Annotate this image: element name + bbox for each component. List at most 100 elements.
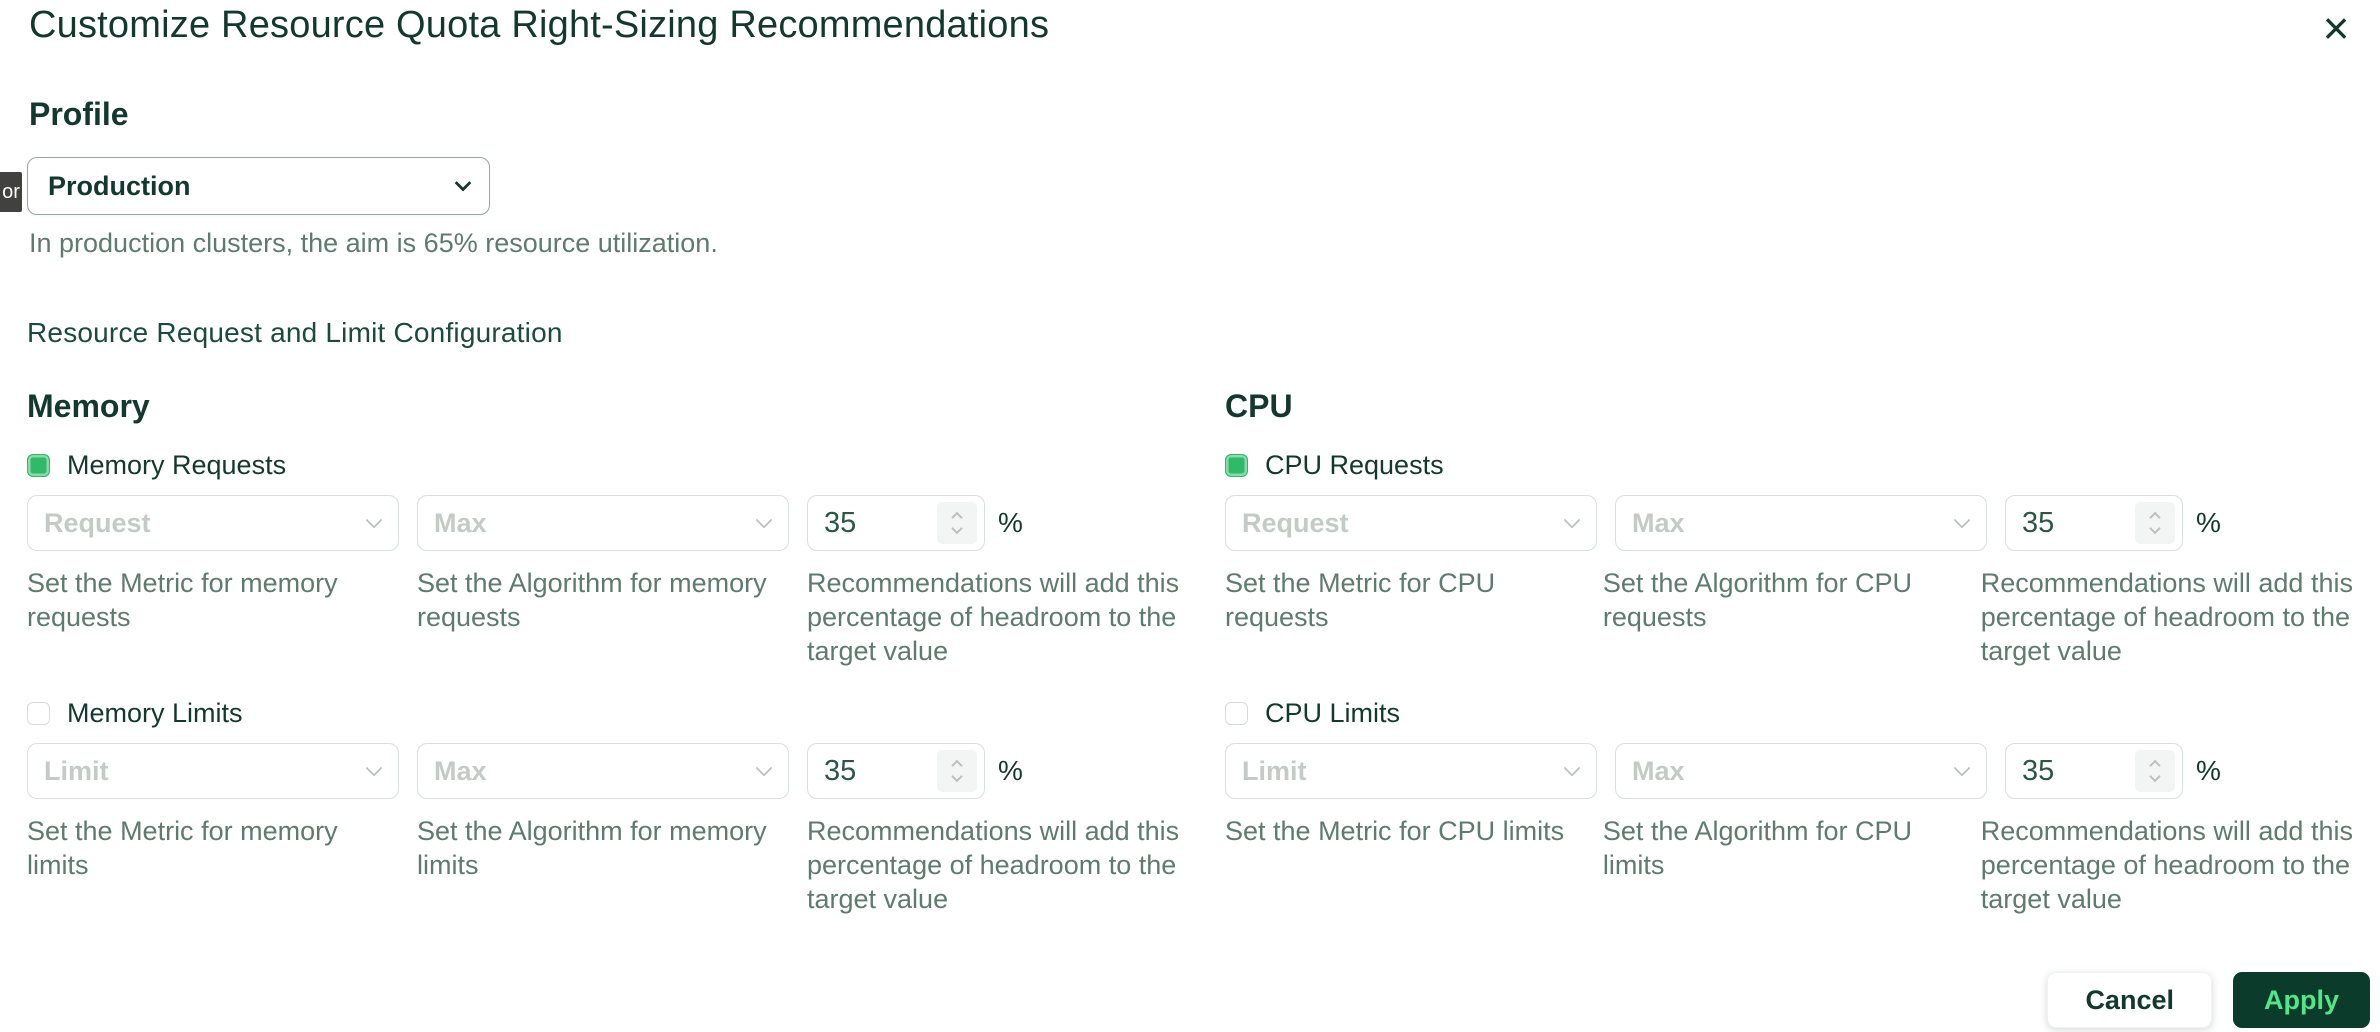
chevron-down-icon	[1563, 759, 1581, 777]
cpu-column: CPU CPU Requests Request Max	[1225, 388, 2360, 916]
cpu-limits-algorithm-select[interactable]: Max	[1615, 743, 1987, 799]
close-button[interactable]: ×	[2310, 0, 2362, 56]
cpu-limits-headroom-input[interactable]	[2006, 744, 2116, 798]
number-stepper[interactable]	[937, 750, 977, 792]
algorithm-select-placeholder: Max	[434, 507, 487, 538]
memory-requests-metric-select[interactable]: Request	[27, 495, 399, 551]
apply-button[interactable]: Apply	[2232, 972, 2370, 1028]
metric-help-text: Set the Metric for memory limits	[27, 816, 338, 880]
chevron-down-icon	[951, 522, 963, 535]
cpu-limits-headroom-field	[2005, 743, 2183, 799]
algorithm-help-text: Set the Algorithm for CPU requests	[1602, 568, 1913, 632]
profile-heading: Profile	[29, 96, 129, 132]
metric-select-placeholder: Limit	[1242, 755, 1307, 786]
memory-requests-inputs: Request Max %	[27, 495, 1225, 551]
cpu-limits-headroom-group: %	[2005, 743, 2221, 799]
memory-requests-algorithm-select[interactable]: Max	[417, 495, 789, 551]
chevron-down-icon	[365, 759, 383, 777]
memory-limits-checkbox-row: Memory Limits	[27, 696, 1225, 731]
percent-label: %	[998, 755, 1023, 786]
chevron-up-icon	[951, 511, 963, 524]
algorithm-help-text: Set the Algorithm for CPU limits	[1602, 816, 1913, 880]
cpu-limits-checkbox[interactable]	[1225, 702, 1248, 725]
algorithm-help-text: Set the Algorithm for memory requests	[417, 568, 767, 632]
algorithm-select-placeholder: Max	[434, 755, 487, 786]
memory-limits-metric-select[interactable]: Limit	[27, 743, 399, 799]
clipped-tooltip-text: or	[2, 180, 20, 203]
metric-select-placeholder: Request	[1242, 507, 1349, 538]
cpu-requests-metric-select[interactable]: Request	[1225, 495, 1597, 551]
headroom-help-text: Recommendations will add this percentage…	[807, 568, 1180, 666]
algorithm-help-text: Set the Algorithm for memory limits	[417, 816, 767, 880]
cpu-requests-headroom-field	[2005, 495, 2183, 551]
memory-limits-helpers: Set the Metric for memory limits Set the…	[27, 814, 1225, 916]
memory-limits-checkbox[interactable]	[27, 702, 50, 725]
cpu-requests-inputs: Request Max %	[1225, 495, 2360, 551]
cpu-heading: CPU	[1225, 388, 1293, 424]
config-section-heading: Resource Request and Limit Configuration	[27, 317, 563, 348]
chevron-down-icon	[454, 174, 472, 192]
number-stepper[interactable]	[937, 502, 977, 544]
chevron-down-icon	[1563, 511, 1581, 529]
memory-limits-label: Memory Limits	[67, 698, 243, 728]
memory-limits-algorithm-select[interactable]: Max	[417, 743, 789, 799]
memory-requests-checkbox-row: Memory Requests	[27, 448, 1225, 483]
config-columns: Memory Memory Requests Request Max	[27, 388, 2360, 916]
cpu-requests-checkbox[interactable]	[1225, 454, 1248, 477]
cpu-requests-headroom-input[interactable]	[2006, 496, 2116, 550]
memory-requests-headroom-field	[807, 495, 985, 551]
memory-limits-headroom-group: %	[807, 743, 1023, 799]
memory-limits-headroom-input[interactable]	[808, 744, 918, 798]
chevron-down-icon	[755, 759, 773, 777]
metric-help-text: Set the Metric for memory requests	[27, 568, 338, 632]
headroom-help-text: Recommendations will add this percentage…	[1980, 816, 2353, 914]
cpu-limits-metric-select[interactable]: Limit	[1225, 743, 1597, 799]
chevron-down-icon	[2149, 522, 2161, 535]
chevron-down-icon	[1953, 511, 1971, 529]
percent-label: %	[2196, 755, 2221, 786]
headroom-help-text: Recommendations will add this percentage…	[1980, 568, 2353, 666]
memory-column: Memory Memory Requests Request Max	[27, 388, 1225, 916]
profile-select[interactable]: Production	[27, 157, 490, 215]
memory-requests-headroom-input[interactable]	[808, 496, 918, 550]
headroom-help-text: Recommendations will add this percentage…	[807, 816, 1180, 914]
chevron-up-icon	[2149, 759, 2161, 772]
cpu-requests-headroom-group: %	[2005, 495, 2221, 551]
number-stepper[interactable]	[2135, 502, 2175, 544]
algorithm-select-placeholder: Max	[1632, 507, 1685, 538]
cpu-requests-label: CPU Requests	[1265, 450, 1444, 480]
percent-label: %	[2196, 507, 2221, 538]
clipped-tooltip: or	[0, 172, 22, 212]
cpu-requests-checkbox-row: CPU Requests	[1225, 448, 2360, 483]
chevron-down-icon	[951, 770, 963, 783]
memory-requests-headroom-group: %	[807, 495, 1023, 551]
metric-help-text: Set the Metric for CPU limits	[1225, 816, 1565, 846]
cpu-limits-helpers: Set the Metric for CPU limits Set the Al…	[1225, 814, 2360, 916]
chevron-up-icon	[2149, 511, 2161, 524]
cancel-button[interactable]: Cancel	[2047, 972, 2212, 1028]
dialog-footer: Cancel Apply	[2047, 972, 2370, 1028]
chevron-down-icon	[2149, 770, 2161, 783]
close-icon: ×	[2322, 2, 2350, 54]
cpu-limits-inputs: Limit Max %	[1225, 743, 2360, 799]
cpu-requests-algorithm-select[interactable]: Max	[1615, 495, 1987, 551]
chevron-down-icon	[365, 511, 383, 529]
cpu-limits-label: CPU Limits	[1265, 698, 1401, 728]
chevron-down-icon	[1953, 759, 1971, 777]
metric-select-placeholder: Request	[44, 507, 151, 538]
memory-heading: Memory	[27, 388, 150, 424]
memory-limits-inputs: Limit Max %	[27, 743, 1225, 799]
number-stepper[interactable]	[2135, 750, 2175, 792]
memory-requests-helpers: Set the Metric for memory requests Set t…	[27, 566, 1225, 668]
memory-limits-headroom-field	[807, 743, 985, 799]
profile-description: In production clusters, the aim is 65% r…	[29, 228, 718, 258]
algorithm-select-placeholder: Max	[1632, 755, 1685, 786]
memory-requests-checkbox[interactable]	[27, 454, 50, 477]
percent-label: %	[998, 507, 1023, 538]
dialog-title: Customize Resource Quota Right-Sizing Re…	[29, 4, 1050, 46]
chevron-up-icon	[951, 759, 963, 772]
metric-select-placeholder: Limit	[44, 755, 109, 786]
chevron-down-icon	[755, 511, 773, 529]
cpu-limits-checkbox-row: CPU Limits	[1225, 696, 2360, 731]
